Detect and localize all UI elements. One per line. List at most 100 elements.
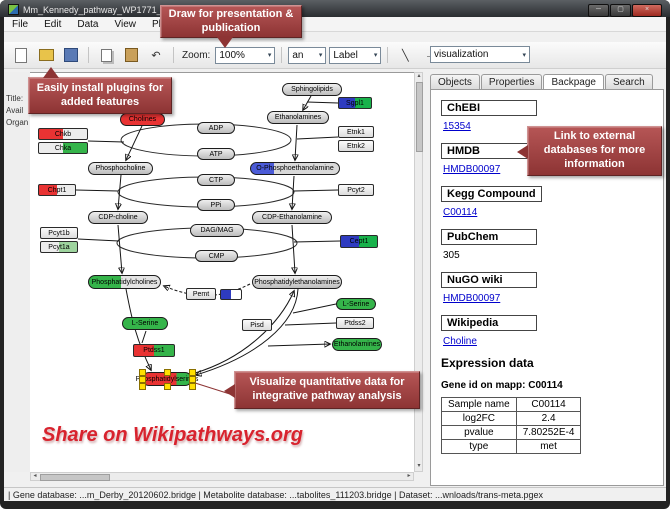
label-tool-combo[interactable]: Label ▾	[329, 46, 382, 64]
pathway-node[interactable]: CDP-choline	[88, 211, 148, 224]
visualization-combo[interactable]: visualization ▾	[430, 46, 530, 63]
backpage-section-wikipedia: Wikipedia Choline	[441, 313, 653, 347]
scroll-left-arrow[interactable]: ◂	[33, 473, 37, 479]
selection-handle[interactable]	[139, 383, 146, 390]
pathway-node[interactable]: Pcyt1b	[40, 227, 78, 239]
undo-button[interactable]: ↶	[145, 44, 167, 66]
pathway-node[interactable]: Ptdss1	[133, 344, 175, 357]
pathway-node[interactable]: Etnk2	[338, 140, 374, 152]
pathway-node[interactable]: Phosphatidylethanolamines	[252, 275, 342, 289]
tab-properties[interactable]: Properties	[480, 74, 543, 89]
pathway-node[interactable]: Chka	[38, 142, 88, 154]
pathway-node[interactable]: L-Serine	[122, 317, 168, 330]
pathway-node[interactable]: PPi	[197, 199, 235, 211]
open-file-button[interactable]	[35, 44, 57, 66]
zoom-value: 100%	[219, 49, 245, 61]
chevron-down-icon: ▾	[267, 52, 272, 59]
minimize-button[interactable]: ─	[588, 4, 609, 17]
pathway-node[interactable]: Cept1	[340, 235, 378, 248]
table-cell: Sample name	[441, 397, 517, 412]
datanode-type-combo[interactable]: an ▾	[288, 46, 327, 64]
pathway-node[interactable]: Ptdss2	[336, 317, 374, 329]
expression-table: Sample name C00114 log2FC 2.4 pvalue 7.8…	[441, 397, 582, 454]
pathway-node[interactable]: Sphingolipids	[282, 83, 342, 96]
selection-handle[interactable]	[164, 369, 171, 376]
table-cell: 7.80252E-4	[515, 425, 582, 440]
paste-icon	[124, 48, 138, 62]
callout-text: Link to external databases for more info…	[543, 130, 646, 170]
chevron-down-icon: ▾	[318, 52, 323, 59]
paste-button[interactable]	[120, 44, 142, 66]
menu-edit[interactable]: Edit	[44, 18, 62, 30]
pathway-node[interactable]: L-Serine	[336, 298, 376, 310]
pathway-node[interactable]: ADP	[197, 122, 235, 134]
tab-search[interactable]: Search	[604, 74, 653, 89]
save-button[interactable]	[60, 44, 82, 66]
menu-view[interactable]: View	[114, 18, 136, 30]
menu-bar: File Edit Data View Plugins Help	[4, 17, 666, 32]
pathway-node[interactable]: Ethanolamines	[332, 338, 382, 351]
kegg-link[interactable]: C00114	[443, 207, 478, 218]
pathway-info-panel-collapsed: Title: Avail Organ	[4, 72, 31, 472]
pathway-node[interactable]: Pcyt2	[338, 184, 374, 196]
table-cell: type	[441, 439, 517, 454]
pathway-node[interactable]: ATP	[197, 148, 235, 160]
selection-handle[interactable]	[164, 383, 171, 390]
horizontal-scrollbar[interactable]: ◂ ▸	[30, 472, 414, 481]
copy-button[interactable]	[95, 44, 117, 66]
pathway-node[interactable]: DAG/MAG	[190, 224, 244, 237]
pathway-node[interactable]: Etnk1	[338, 126, 374, 138]
backpage-section-nugo: NuGO wiki HMDB00097	[441, 270, 653, 304]
pathway-node[interactable]: Phosphatidylcholines	[88, 275, 161, 289]
selection-handle[interactable]	[189, 369, 196, 376]
scroll-right-arrow[interactable]: ▸	[407, 473, 411, 479]
pathway-node[interactable]: CDP-Ethanolamine	[252, 211, 332, 224]
pathway-node[interactable]: Pcyt1a	[40, 241, 78, 253]
scroll-up-arrow[interactable]: ▴	[417, 73, 421, 79]
pathway-node[interactable]	[220, 289, 242, 300]
menu-data[interactable]: Data	[77, 18, 99, 30]
selection-handle[interactable]	[139, 369, 146, 376]
pathway-node[interactable]: Phosphatidylserines	[136, 369, 198, 390]
pathway-node[interactable]: CMP	[195, 250, 238, 262]
callout-text: Visualize quantitative data for integrat…	[249, 376, 405, 402]
vertical-scroll-thumb[interactable]	[416, 82, 423, 152]
pathway-node[interactable]: Pisd	[242, 319, 272, 331]
horizontal-scroll-thumb[interactable]	[40, 474, 110, 481]
close-button[interactable]: ×	[632, 4, 662, 17]
tab-backpage[interactable]: Backpage	[543, 74, 604, 90]
line-tool-button[interactable]: ╲	[394, 44, 416, 66]
menu-file[interactable]: File	[12, 18, 29, 30]
vertical-scrollbar[interactable]: ▴ ▾	[414, 72, 423, 472]
pathway-node[interactable]: Sgpl1	[338, 97, 372, 109]
scroll-down-arrow[interactable]: ▾	[417, 463, 421, 469]
pathway-node[interactable]: Chkb	[38, 128, 88, 140]
hmdb-link[interactable]: HMDB00097	[443, 164, 501, 175]
callout-draw: Draw for presentation & publication	[160, 5, 302, 48]
title-bar[interactable]: Mm_Kennedy_pathway_WP1771_45176.gpml	[8, 3, 209, 16]
chebi-link[interactable]: 15354	[443, 121, 471, 132]
pathway-node[interactable]: O-Phosphoethanolamine	[250, 162, 340, 175]
selection-handle[interactable]	[189, 383, 196, 390]
zoom-combo[interactable]: 100% ▾	[215, 46, 276, 64]
app-icon	[8, 4, 19, 15]
tab-objects[interactable]: Objects	[430, 74, 480, 89]
pathway-node[interactable]: Chpt1	[38, 184, 76, 196]
new-file-button[interactable]	[10, 44, 32, 66]
pathway-node[interactable]: Pemt	[186, 288, 216, 300]
selection-handle[interactable]	[139, 376, 146, 383]
pathway-node[interactable]: Phosphocholine	[88, 162, 153, 175]
pathway-node[interactable]: Ethanolamines	[267, 111, 329, 124]
section-header: HMDB	[441, 143, 537, 159]
gene-id-line: Gene id on mapp: C00114	[441, 380, 563, 391]
nugo-link[interactable]: HMDB00097	[443, 293, 501, 304]
selection-handle[interactable]	[189, 376, 196, 383]
wikipedia-link[interactable]: Choline	[443, 336, 477, 347]
table-cell: 2.4	[515, 411, 582, 426]
pathway-node[interactable]: Cholines	[120, 113, 165, 126]
maximize-button[interactable]: ▢	[610, 4, 631, 17]
status-text: | Gene database: ...m_Derby_20120602.bri…	[8, 489, 544, 500]
pathway-node[interactable]: CTP	[197, 174, 235, 186]
copy-icon	[100, 48, 112, 62]
